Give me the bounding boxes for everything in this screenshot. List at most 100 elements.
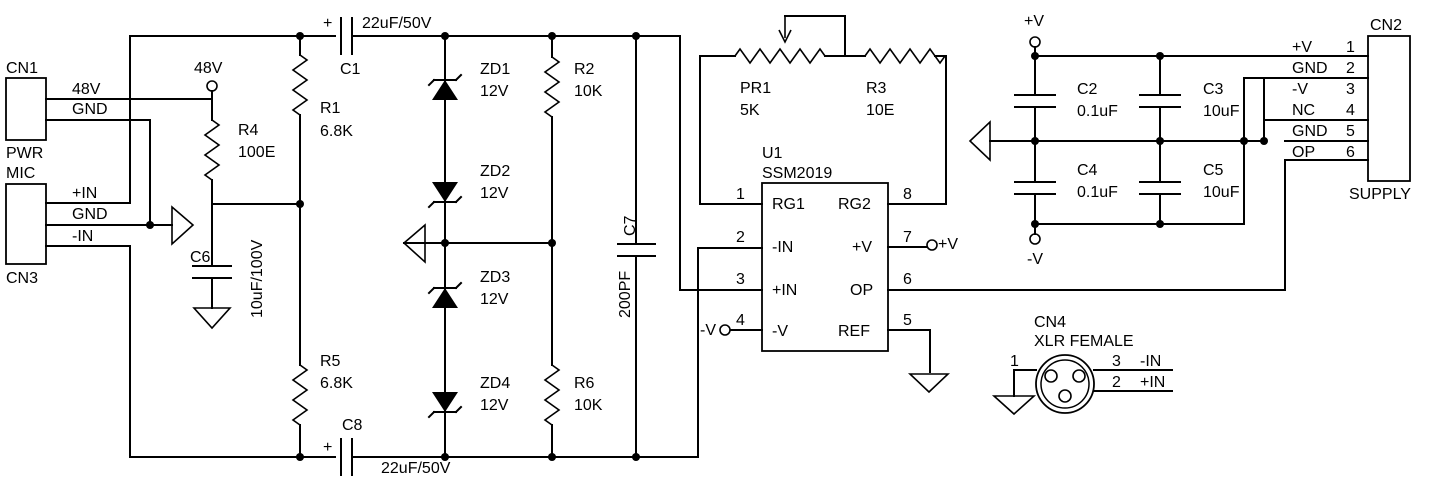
resistor-r6 [543, 364, 561, 426]
cn2-pin5-num: 5 [1346, 123, 1355, 140]
xlr-pin-2 [1058, 389, 1072, 403]
c7-ref: C7 [622, 215, 639, 236]
cn1-pin-gnd: GND [72, 101, 108, 118]
cn3-name: MIC [6, 165, 35, 182]
cn2-pin3-sig: -V [1292, 81, 1308, 98]
wire-xlr-pin1 [1013, 369, 1037, 397]
junction-ground-bus [1240, 137, 1248, 145]
resistor-r5 [291, 364, 309, 426]
net-supply-plus-v: +V [1024, 13, 1044, 30]
cn2-pin5-sig: GND [1292, 123, 1328, 140]
cn1-name: PWR [6, 145, 43, 162]
r6-value: 10K [574, 397, 603, 414]
zd1-value: 12V [480, 83, 509, 100]
xlr-shell-outer [1035, 354, 1095, 414]
c2-value: 0.1uF [1077, 103, 1118, 120]
zener-zd3 [432, 288, 458, 308]
cn2-pin1-num: 1 [1346, 39, 1355, 56]
zener-zd4 [432, 392, 458, 412]
terminal-supply-plus-v [1029, 36, 1041, 48]
cn4-pin3: 3 [1112, 353, 1121, 370]
net-u1-plus-v: +V [938, 236, 958, 253]
xlr-pin-1 [1044, 369, 1058, 383]
resistor-r3 [864, 47, 946, 65]
u1-pin7-num: 7 [903, 229, 912, 246]
r3-ref: R3 [866, 80, 887, 97]
potentiometer-pr1 [734, 47, 826, 65]
cn2-pin6-sig: OP [1292, 144, 1315, 161]
ground-left [171, 205, 195, 246]
cn2-pin4-sig: NC [1292, 102, 1315, 119]
u1-pin8-num: 8 [903, 186, 912, 203]
pr1-value: 5K [740, 102, 760, 119]
resistor-r1 [291, 54, 309, 116]
xlr-pin-3 [1072, 369, 1086, 383]
cn2-name: SUPPLY [1349, 186, 1411, 203]
r2-ref: R2 [574, 61, 595, 78]
cn2-pin1-sig: +V [1292, 39, 1312, 56]
wire-r3-pin8 [887, 55, 947, 205]
cn2-pin2-num: 2 [1346, 60, 1355, 77]
zd2-value: 12V [480, 185, 509, 202]
cn1-pin-48v: 48V [72, 81, 101, 98]
c1-plus: + [323, 15, 332, 32]
u1-pin5-label: REF [838, 323, 870, 340]
r4-value: 100E [238, 144, 275, 161]
junction-r5-bottom [296, 453, 304, 461]
u1-pin2-label: -IN [772, 239, 793, 256]
c5-value: 10uF [1203, 184, 1240, 201]
xlr-shell-inner [1040, 359, 1090, 409]
zd2-ref: ZD2 [480, 163, 510, 180]
junction-zd-bottom [441, 453, 449, 461]
c4-value: 0.1uF [1077, 184, 1118, 201]
zener-zd1 [432, 80, 458, 100]
ground-c6 [192, 307, 232, 330]
zd1-ref: ZD1 [480, 61, 510, 78]
r1-ref: R1 [320, 100, 341, 117]
wire-c1-right [351, 35, 763, 291]
net-u1-minus-v: -V [700, 322, 716, 339]
cn1-body [5, 77, 47, 141]
c7-value: 200PF [617, 271, 634, 318]
wire-r4-to-node [211, 179, 301, 205]
ground-xlr [991, 395, 1037, 416]
cn2-pin3-num: 3 [1346, 81, 1355, 98]
zener-zd4-bar [427, 405, 463, 419]
cn3-body [5, 183, 47, 265]
cn3-pin-gnd: GND [72, 206, 108, 223]
terminal-supply-minus-v [1029, 233, 1041, 245]
u1-pin5-num: 5 [903, 312, 912, 329]
cn4-pin2: 2 [1112, 374, 1121, 391]
c5-ref: C5 [1203, 162, 1224, 179]
cn3-pin-plus-in: +IN [72, 185, 97, 202]
wire-pr1-bridge [784, 15, 846, 57]
zener-zd3-bar [427, 281, 463, 295]
zener-zd1-bar [427, 73, 463, 87]
potentiometer-pr1-wiper [778, 16, 792, 44]
c3-value: 10uF [1203, 103, 1240, 120]
junction-gnd-left [146, 221, 154, 229]
r3-value: 10E [866, 102, 894, 119]
junction-r1-r4 [296, 200, 304, 208]
net-48v-terminal [206, 80, 218, 92]
c1-value: 22uF/50V [362, 15, 432, 32]
cn4-pin2-sig: +IN [1140, 374, 1165, 391]
wire-cn2-gnd-2 [1263, 77, 1369, 142]
terminal-u1-plus-v [926, 239, 938, 251]
resistor-r2 [543, 56, 561, 118]
r1-value: 6.8K [320, 123, 353, 140]
cn4-pin3-sig: -IN [1140, 353, 1161, 370]
cn3-ref: CN3 [6, 270, 38, 287]
c2-ref: C2 [1077, 81, 1098, 98]
u1-pin6-label: OP [850, 282, 873, 299]
junction-r1-top [296, 32, 304, 40]
zener-zd2 [432, 182, 458, 202]
wire-cn3-minus-in [45, 245, 336, 458]
r6-ref: R6 [574, 375, 595, 392]
u1-pin6-num: 6 [903, 271, 912, 288]
wire-u1-pin5 [887, 329, 931, 373]
cn3-pin-minus-in: -IN [72, 228, 93, 245]
resistor-r4 [203, 119, 221, 181]
wire-cn3-plus-in [45, 35, 336, 204]
